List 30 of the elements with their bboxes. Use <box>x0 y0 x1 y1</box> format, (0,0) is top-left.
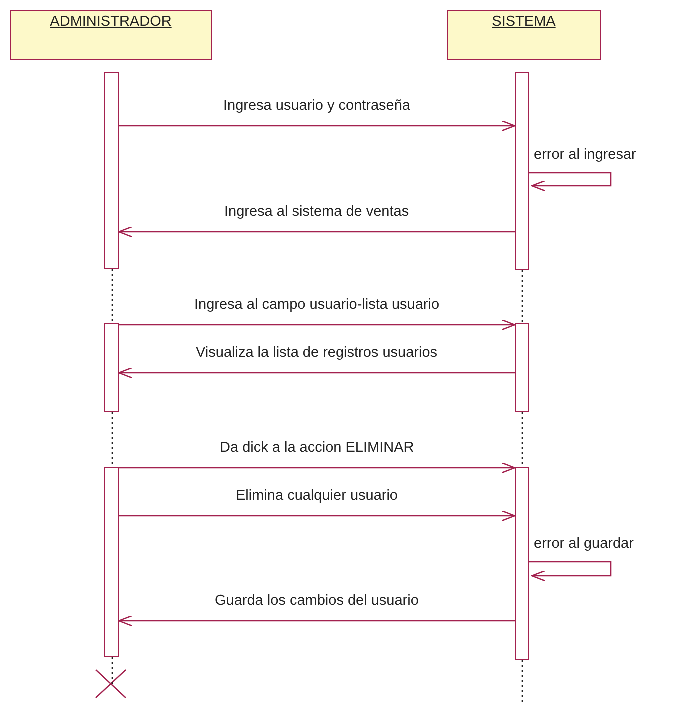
activation-bar <box>104 467 119 657</box>
message-arrow <box>529 561 612 582</box>
participant-box: ADMINISTRADOR <box>10 10 212 60</box>
message-arrow <box>118 615 515 627</box>
message-arrow <box>118 367 515 379</box>
message-arrow <box>529 172 612 192</box>
participant-box: SISTEMA <box>447 10 601 60</box>
message-label: Ingresa al sistema de ventas <box>224 204 410 221</box>
lifeline <box>522 660 524 702</box>
message-arrow <box>119 319 516 331</box>
message-label: Ingresa al campo usuario-lista usuario <box>194 297 441 314</box>
lifeline <box>112 412 114 467</box>
message-arrow <box>119 510 516 522</box>
lifeline <box>112 657 114 684</box>
lifeline <box>522 412 524 467</box>
message-arrow <box>118 226 515 238</box>
message-label: Visualiza la lista de registros usuarios <box>195 345 439 362</box>
lifeline <box>112 269 114 323</box>
message-label: error al guardar <box>533 536 635 553</box>
message-label: error al ingresar <box>533 147 638 164</box>
message-label: Ingresa usuario y contraseña <box>222 98 412 115</box>
activation-bar <box>104 72 119 269</box>
activation-bar <box>104 323 119 412</box>
message-arrow <box>119 462 516 474</box>
message-label: Elimina cualquier usuario <box>235 488 399 505</box>
message-arrow <box>119 120 516 132</box>
activation-bar <box>515 72 529 270</box>
activation-bar <box>515 467 529 660</box>
activation-bar <box>515 323 529 412</box>
lifeline <box>522 270 524 323</box>
